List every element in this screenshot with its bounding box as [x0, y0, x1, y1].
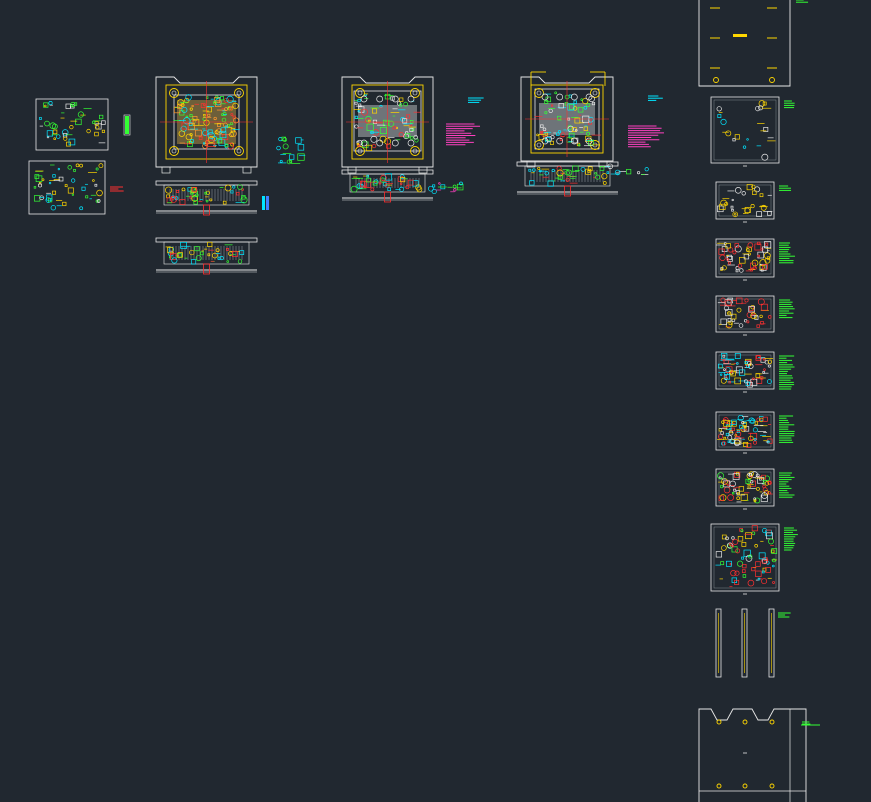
plate-c-plate [715, 238, 795, 281]
assembly-sketch-top [35, 98, 131, 151]
mold-1-callout-parts [262, 136, 306, 210]
plate-g-plate [715, 468, 795, 510]
plate-top-base [698, 0, 809, 87]
mold-section-view-2 [341, 169, 434, 203]
plate-h-plate [710, 523, 798, 595]
mold-section-view-1a [155, 180, 258, 216]
mold-section-view-3 [516, 161, 619, 197]
plate-e-plate [715, 351, 795, 393]
plate-b-plate [715, 181, 792, 223]
assembly-sketch-bottom [28, 160, 124, 215]
plate-rails [715, 608, 791, 678]
plate-a-plate [710, 96, 795, 167]
mold-plan-view-1 [155, 76, 258, 174]
mold-3-notes [530, 71, 664, 176]
plate-bottom-clamp [698, 708, 820, 802]
mold-section-view-1b [155, 237, 258, 275]
mold-plan-view-2 [341, 76, 434, 174]
plate-f-plate [715, 411, 795, 454]
plate-d-plate [715, 295, 795, 336]
mold-2-notes [428, 97, 484, 195]
mold-plan-view-3 [520, 76, 614, 168]
